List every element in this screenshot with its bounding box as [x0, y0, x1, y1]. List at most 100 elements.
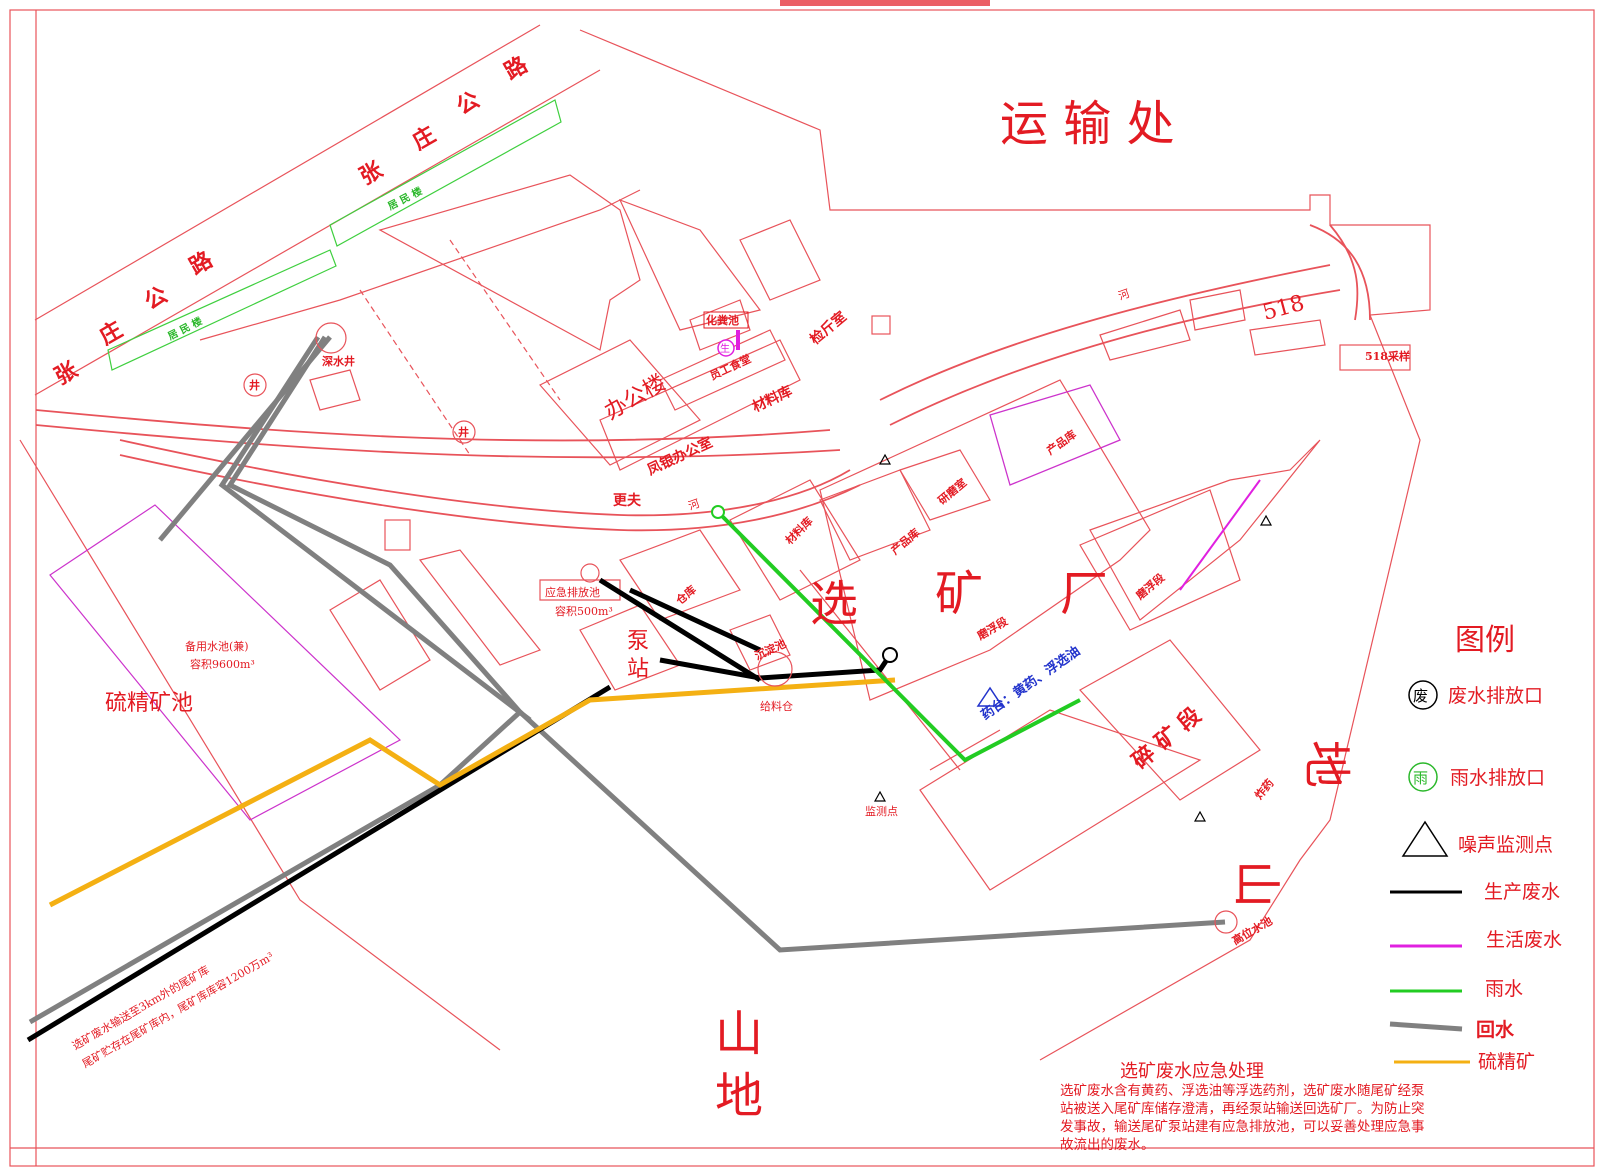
rainwater-line: [716, 510, 1081, 763]
emergency-note: 选矿废水应急处理 选矿废水含有黄药、浮选油等浮选药剂，选矿废水随尾矿经泵 站被送…: [1060, 1061, 1425, 1153]
gengfu-label: 更夫: [613, 492, 642, 509]
domestic-outlet-icon: [717, 339, 735, 357]
residential-label-1: 居 民 楼: [165, 314, 204, 342]
tailings-note-line-2: 尾矿贮存在尾矿库内，尾矿库库容1200万m³: [80, 949, 277, 1071]
well-icon-2: [452, 420, 476, 444]
sulfur-pool-label: 硫精矿池: [105, 691, 193, 716]
emergency-note-line-1: 选矿废水含有黄药、浮选油等浮选药剂，选矿废水随尾矿经泵: [1060, 1082, 1425, 1099]
legend-item-2: 噪声监测点: [1458, 834, 1553, 856]
noise-point-triangle: [1193, 810, 1207, 822]
mill-char-2: 矿: [935, 566, 983, 622]
emergency-tank-circle: [580, 563, 600, 583]
legend-item-5: 雨水: [1485, 978, 1523, 1000]
map-frame: [9, 9, 1595, 1167]
mountain-right-char-1: 地: [1298, 740, 1354, 788]
product-store-upper-label: 产品库: [1044, 427, 1079, 457]
tanks: 井 井 生: [243, 322, 1238, 934]
mill-char-3: 厂: [1060, 566, 1108, 622]
weighbridge-label: 检斤室: [807, 308, 850, 348]
monitor-point-label: 监测点: [865, 805, 898, 818]
pump-station-char-2: 站: [627, 657, 649, 682]
road-char-8: 路: [185, 246, 218, 280]
pump-station-char-1: 泵: [627, 629, 649, 654]
reagent-triangle: [976, 686, 1004, 707]
sulfur-concentrate-line: [48, 677, 896, 908]
noise-point-triangle: [873, 790, 887, 802]
noise-legend-icon: [1401, 820, 1449, 857]
rain-outlet-legend-icon: [1408, 762, 1438, 792]
num-518-label: 518: [1260, 291, 1307, 326]
legend-item-4: 生活废水: [1486, 929, 1562, 951]
explosives-label: 炸药: [1252, 776, 1277, 802]
production-wastewater-branch1: [598, 577, 762, 683]
transport-office-label: 运 输 处: [1000, 96, 1175, 152]
deep-well-circle: [315, 322, 347, 354]
feed-bin-circle: [757, 651, 793, 687]
settling-tank-label: 沉淀池: [752, 636, 788, 663]
office-building-label: 办公楼: [601, 371, 671, 426]
reagent-platform-label: 药台：黄药、浮选油: [978, 643, 1083, 723]
legend-title: 图例: [1455, 623, 1515, 658]
well-label-1: 井: [249, 378, 260, 392]
emergency-note-line-4: 故流出的废水。: [1060, 1137, 1155, 1153]
product-store-label: 产品库: [888, 525, 922, 557]
partial-title: [780, 0, 990, 6]
waste-outlet-legend-icon: [1408, 680, 1438, 710]
return-water-line-2: [218, 335, 532, 722]
mountain-bottom-char-1: 山: [715, 1006, 763, 1062]
materials-store-label: 材料库: [750, 382, 795, 415]
rain-outlet-legend-char: 雨: [1413, 769, 1428, 787]
legend-item-1: 雨水排放口: [1450, 767, 1545, 789]
legend-item-6: 回水: [1476, 1019, 1515, 1041]
grinding-flotation2-label: 磨浮段: [1132, 570, 1167, 603]
high-tank-circle: [1214, 910, 1238, 934]
emergency-tank-label: 应急排放池: [545, 585, 600, 599]
base-drawing: [19, 24, 1431, 1061]
warehouse-label: 仓库: [672, 582, 699, 608]
waste-outlet-legend-char: 废: [1413, 687, 1428, 705]
mountain-right-char-2: 山: [1228, 860, 1284, 908]
feed-bin-label: 给料仓: [760, 699, 793, 713]
well-icon-1: [243, 373, 267, 397]
road-char-7: 公: [140, 282, 172, 316]
legend: 图例 废 废水排放口 雨 雨水排放口 噪声监测点 生产废水 生活废水 雨水 回水…: [1389, 623, 1562, 1073]
waste-outlet-icon: [882, 647, 898, 663]
river-label: 河: [687, 497, 702, 513]
emergency-note-line-3: 发事故，输送尾矿泵站建有应急排放池，可以妥善处理应急事: [1060, 1118, 1425, 1135]
legend-item-0: 废水排放口: [1448, 685, 1543, 707]
spare-capacity-label: 容积9600m³: [190, 657, 255, 671]
road-char-4: 路: [500, 51, 533, 85]
road-char-5: 张: [50, 356, 83, 390]
production-wastewater-branch3: [659, 653, 893, 681]
emergency-note-line-2: 站被送入尾矿库储存澄清，再经泵站输送回选矿厂。为防止突: [1060, 1101, 1425, 1117]
well-label-2: 井: [458, 425, 469, 439]
return-water-line: [28, 335, 524, 1025]
emergency-capacity-label: 容积500m³: [555, 604, 613, 618]
pipelines: [26, 330, 1261, 1043]
river-label-2: 河: [1117, 287, 1132, 303]
domestic-outlet-label: 生: [720, 342, 730, 355]
rain-outlet-icon: [711, 505, 725, 519]
emergency-note-title: 选矿废水应急处理: [1120, 1061, 1264, 1082]
road-char-2: 庄: [408, 122, 440, 156]
grinding-room-label: 研磨室: [935, 475, 969, 507]
deep-well-label: 深水井: [322, 354, 355, 368]
production-wastewater-branch2: [628, 587, 762, 653]
sample-518-label: 518采样: [1365, 349, 1410, 363]
return-water-to-tank: [518, 710, 1226, 953]
labels: 运 输 处 张 庄 公 路 张 庄 公 路 居 民 楼 居 民 楼 办公楼 凤银…: [50, 51, 1410, 1124]
legend-item-7: 硫精矿: [1478, 1051, 1535, 1073]
noise-points: [873, 453, 1273, 822]
noise-point-triangle: [1259, 514, 1273, 526]
road-char-1: 张: [355, 156, 388, 190]
mill-char-1: 选: [810, 576, 858, 632]
legend-item-3: 生产废水: [1484, 881, 1560, 903]
spare-pool-label: 备用水池(兼): [185, 639, 249, 653]
road-char-3: 公: [452, 87, 484, 121]
return-water-branch: [158, 335, 332, 542]
mountain-bottom-char-2: 地: [715, 1068, 763, 1124]
materials-store2-label: 材料库: [782, 514, 815, 547]
septic-label: 化粪池: [706, 313, 739, 327]
return-water-legend-line: [1389, 1021, 1463, 1032]
